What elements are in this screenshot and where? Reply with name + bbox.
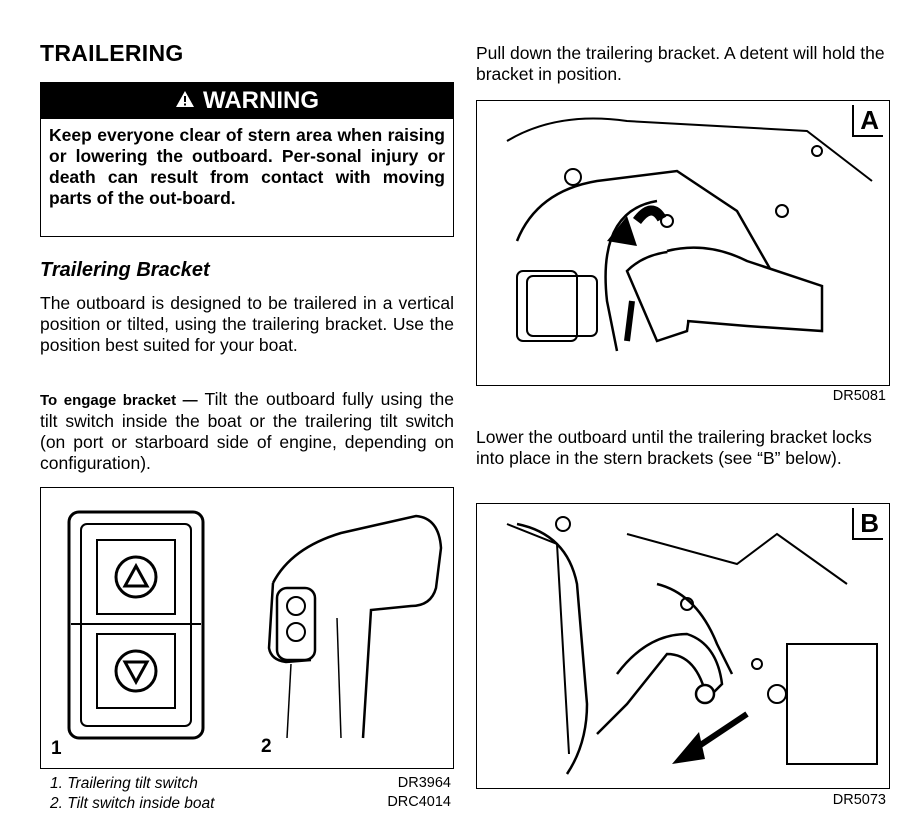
callout-2: 2 xyxy=(261,736,272,757)
warning-box: WARNING Keep everyone clear of stern are… xyxy=(40,82,454,237)
warning-triangle-icon xyxy=(175,88,195,114)
figure-b: B xyxy=(476,503,890,789)
figure-a-letter: A xyxy=(852,105,883,137)
engage-text: Tilt the outboard fully using the tilt s… xyxy=(40,389,455,473)
bracket-lock-illustration xyxy=(506,516,878,775)
figure-a: A xyxy=(476,100,890,386)
subsection-title: Trailering Bracket xyxy=(40,259,210,281)
warning-title: WARNING xyxy=(203,87,319,114)
figure-b-code: DR5073 xyxy=(832,792,886,808)
caption-1: 1. Trailering tilt switch xyxy=(50,775,198,792)
warning-text: Keep everyone clear of stern area when r… xyxy=(49,125,445,208)
step-2-text: Lower the outboard until the trailering … xyxy=(476,427,872,468)
figure-code-1: DR3964 xyxy=(397,775,451,791)
tilt-switch-illustration xyxy=(67,510,443,740)
figure-a-code: DR5081 xyxy=(832,388,886,404)
callout-1: 1 xyxy=(51,738,62,759)
figure-code-2: DRC4014 xyxy=(387,794,451,810)
step-1-text: Pull down the trailering bracket. A dete… xyxy=(476,43,885,84)
engage-lead: To engage bracket — xyxy=(40,392,198,409)
bracket-pull-illustration xyxy=(506,117,873,352)
caption-2: 2. Tilt switch inside boat xyxy=(50,795,215,812)
engage-paragraph: To engage bracket — Tilt the outboard fu… xyxy=(40,389,454,474)
tilt-switch-figure: 1 2 xyxy=(40,487,454,769)
warning-header: WARNING xyxy=(41,83,453,119)
section-title: TRAILERING xyxy=(40,40,184,66)
figure-b-letter: B xyxy=(852,508,883,540)
intro-paragraph: The outboard is designed to be trailered… xyxy=(40,293,454,355)
